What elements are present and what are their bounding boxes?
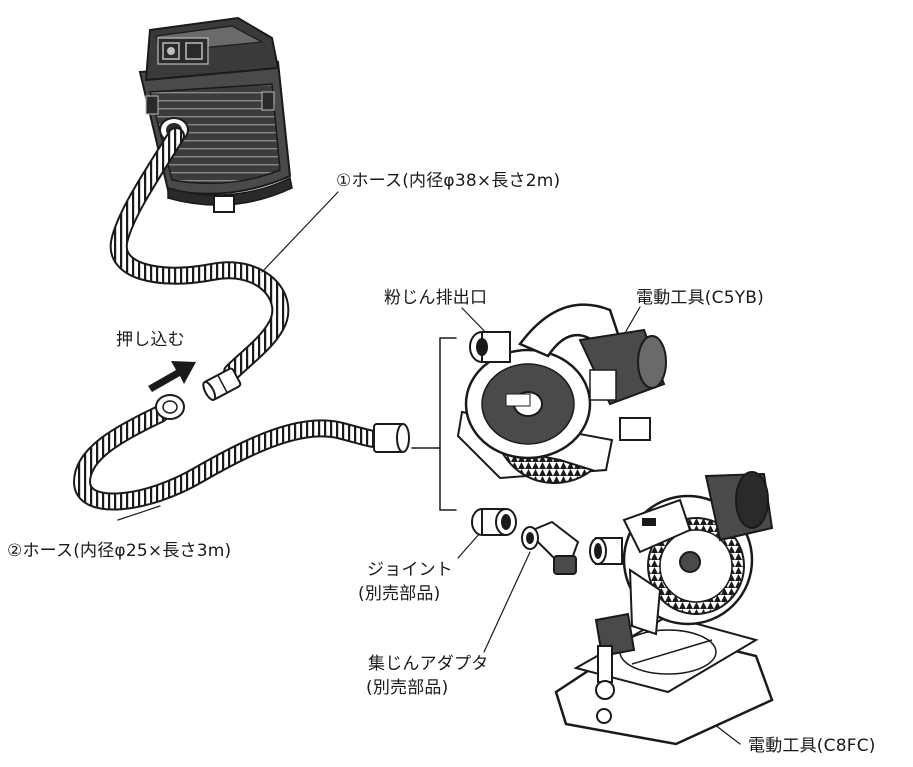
dust-adapter (521, 520, 580, 575)
dust-collector (138, 16, 293, 213)
label-push-in: 押し込む (116, 330, 185, 350)
arrow-up-right-icon (148, 361, 196, 392)
bracket (411, 337, 457, 511)
joint (471, 508, 517, 536)
label-adapter-note: (別売部品) (366, 678, 449, 698)
hose-1 (109, 127, 290, 401)
label-tool-c5yb: 電動工具(C5YB) (636, 288, 764, 308)
label-joint-note: (別売部品) (358, 584, 441, 604)
label-adapter: 集じんアダプタ (368, 654, 489, 674)
label-tool-c8fc: 電動工具(C8FC) (748, 736, 876, 756)
label-hose-2: ②ホース(内径φ25×長さ3m) (7, 541, 232, 561)
hose-2 (72, 394, 410, 511)
circular-saw (456, 303, 667, 485)
label-joint: ジョイント (367, 560, 453, 580)
miter-saw (554, 471, 774, 746)
label-dust-port: 粉じん排出口 (384, 288, 488, 308)
label-hose-1: ①ホース(内径φ38×長さ2m) (336, 171, 561, 191)
